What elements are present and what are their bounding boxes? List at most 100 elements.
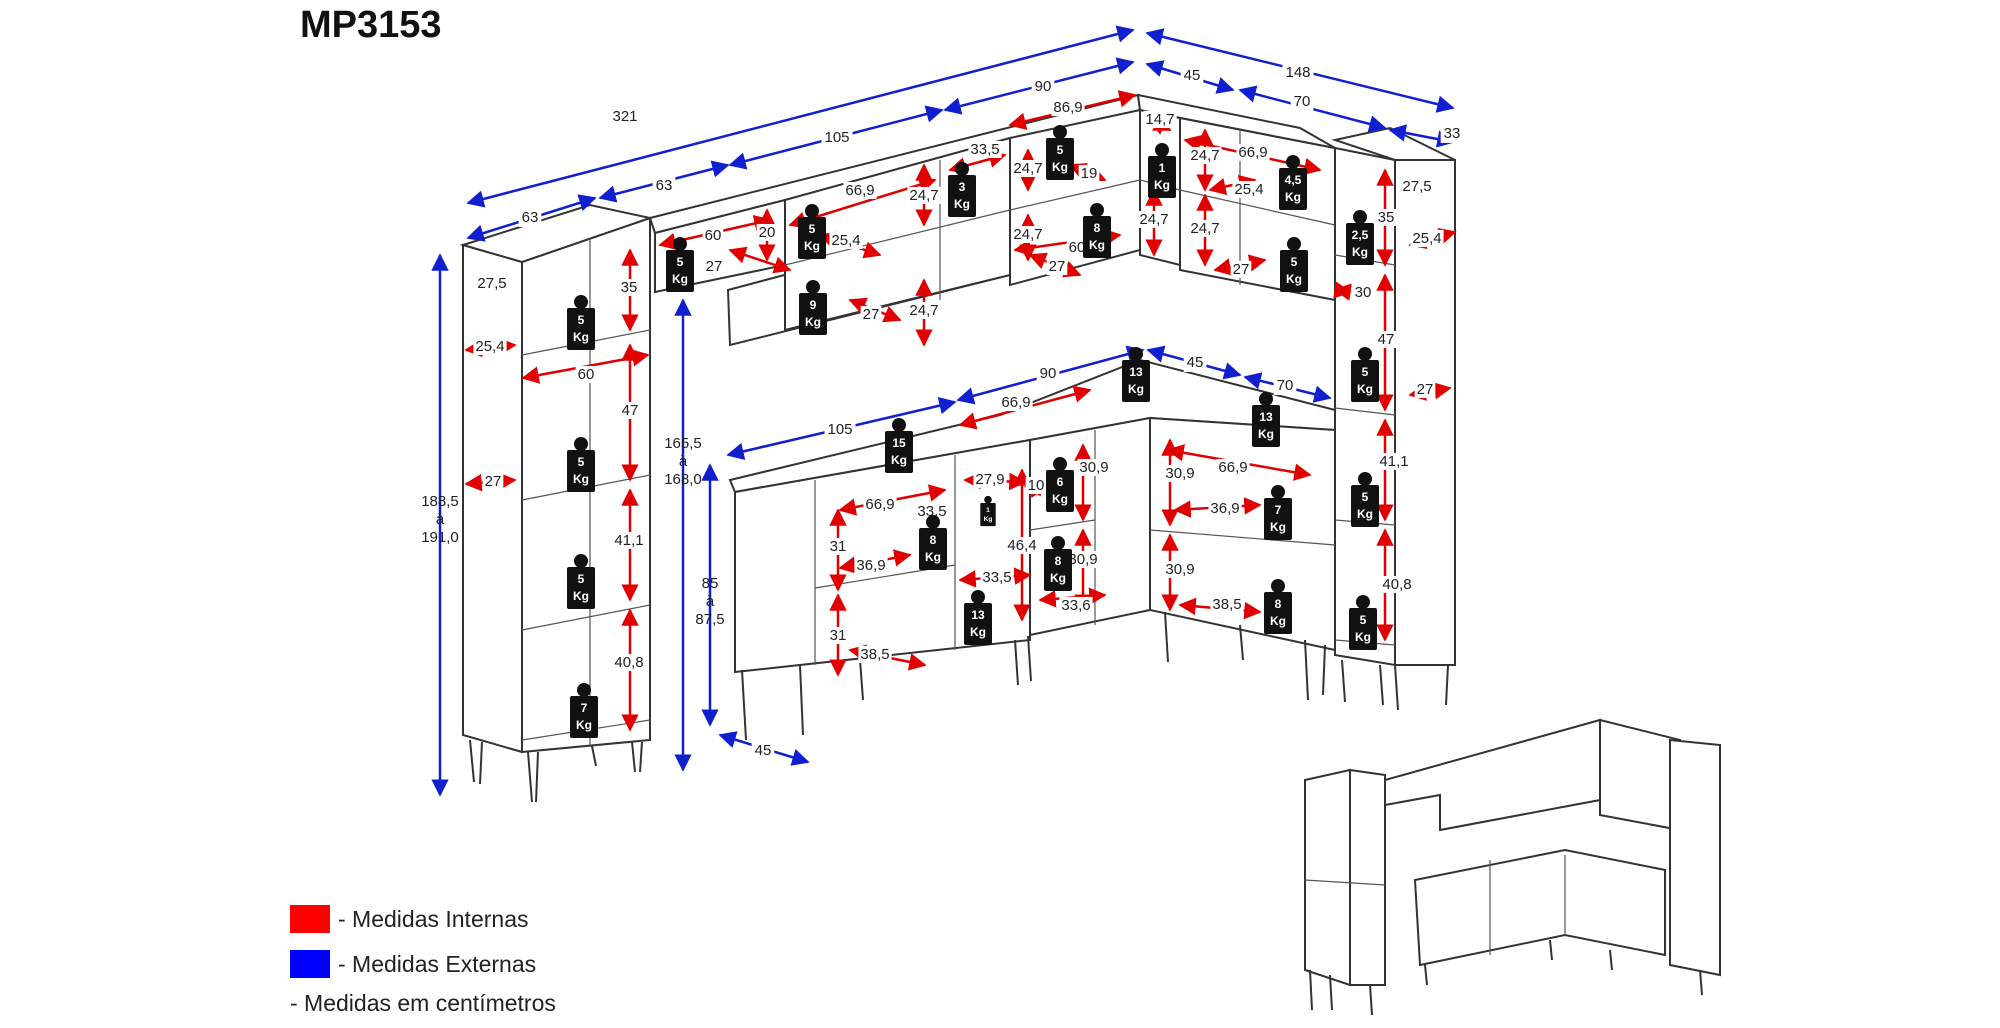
internal-dimension-label: 27 [1233,261,1250,278]
weight-value: 13 [971,608,985,622]
external-dimension-label: 70 [1277,377,1294,394]
internal-dimension-arrow [728,246,792,274]
internal-dimension-label: 66,9 [1238,144,1267,161]
internal-dimension-label: 35 [1378,209,1395,226]
internal-dimension-label: 27,9 [975,471,1004,488]
internal-dimension-label: 60 [1069,239,1086,256]
weight-unit: Kg [1352,245,1368,259]
weight-value: 8 [1055,554,1062,568]
weight-unit: Kg [1286,272,1302,286]
internal-dimension-label: 38,5 [860,646,889,663]
weight-value: 5 [677,255,684,269]
weight-unit: Kg [1052,160,1068,174]
weight-value: 13 [1259,410,1273,424]
weight-unit: Kg [1089,238,1105,252]
internal-dimension-label: 10 [1028,477,1045,494]
weight-icon: 9Kg [799,280,827,335]
weight-value: 5 [1057,143,1064,157]
weight-icon: 8Kg [1264,579,1292,634]
external-dimension-label: 27,5 [1402,178,1431,195]
weight-icon: 5Kg [1349,595,1377,650]
internal-dimension-label: 33,5 [917,503,946,520]
weight-unit: Kg [672,272,688,286]
weight-value: 6 [1057,475,1064,489]
external-dimension-label: 33 [1444,125,1461,142]
internal-dimension-label: 30,9 [1079,459,1108,476]
weight-icon: 5Kg [1351,472,1379,527]
internal-dimension-label: 86,9 [1053,99,1082,116]
weight-unit: Kg [1270,614,1286,628]
internal-dimension-label: 36,9 [856,557,885,574]
internal-dimension-label: 31 [830,627,847,644]
weight-icon: 1Kg [1148,143,1176,198]
weight-value: 5 [1360,613,1367,627]
internal-dimension-label: 47 [1378,331,1395,348]
internal-dimension-label: 30 [1355,284,1372,301]
weight-value: 8 [1275,597,1282,611]
weight-icon: 4,5Kg [1279,155,1307,210]
internal-dimension-label: 41,1 [614,532,643,549]
internal-dimension-arrow [1333,281,1352,301]
weight-unit: Kg [1285,190,1301,204]
internal-dimension-label: 60 [705,227,722,244]
weight-value: 5 [578,455,585,469]
legend-units: - Medidas em centímetros [290,990,556,1017]
internal-dimension-label: 25,4 [1412,230,1441,247]
weight-icon: 5Kg [1046,125,1074,180]
weight-unit: Kg [573,472,589,486]
weight-icon: 8Kg [1083,203,1111,258]
internal-dimension-label: 66,9 [865,496,894,513]
external-dimension-label: 105 [827,421,852,438]
weight-icon: 3Kg [948,162,976,217]
weight-unit: Kg [1052,492,1068,506]
internal-dimension-label: 24,7 [1013,160,1042,177]
weight-icon: 5Kg [798,204,826,259]
external-dimension-label: 321 [612,108,637,125]
internal-dimension-label: 47 [622,402,639,419]
weight-value: 13 [1129,365,1143,379]
external-dimension-label: 63 [522,209,539,226]
weight-icon: 5Kg [1280,237,1308,292]
weight-icon: 5Kg [567,554,595,609]
internal-dimension-label: 25,4 [475,338,504,355]
weight-value: 8 [930,533,937,547]
weight-unit: Kg [1128,382,1144,396]
product-code-title: MP3153 [300,4,442,46]
internal-dimension-label: 30,9 [1068,551,1097,568]
legend-external: - Medidas Externas [290,950,536,978]
weight-icon: 2,5Kg [1346,210,1374,265]
weight-icon: 5Kg [1351,347,1379,402]
internal-dimension-label: 19 [1081,165,1098,182]
weight-unit: Kg [970,625,986,639]
weight-value: 8 [1094,221,1101,235]
weight-unit: Kg [925,550,941,564]
internal-dimension-label: 66,9 [845,182,874,199]
weight-value: 5 [1362,365,1369,379]
weight-value: 4,5 [1285,173,1302,187]
internal-dimension-label: 14,7 [1145,111,1174,128]
internal-dimension-label: 30,9 [1165,561,1194,578]
internal-dimension-label: 33,6 [1061,597,1090,614]
legend-blue-swatch [290,950,330,978]
internal-dimension-label: 41,1 [1379,453,1408,470]
weight-unit: Kg [1154,178,1170,192]
weight-icon: 7Kg [1264,485,1292,540]
weight-value: 5 [1291,255,1298,269]
weight-unit: Kg [1270,520,1286,534]
weight-unit: Kg [573,330,589,344]
internal-dimension-label: 27 [863,306,880,323]
external-dimension-label: 70 [1294,93,1311,110]
weight-icon: 6Kg [1046,457,1074,512]
legend-units-label: - Medidas em centímetros [290,990,556,1016]
internal-dimension-label: 27 [485,473,502,490]
internal-dimension-label: 25,4 [1234,181,1263,198]
internal-dimension-label: 46,4 [1007,537,1036,554]
legend-internal: - Medidas Internas [290,905,528,933]
